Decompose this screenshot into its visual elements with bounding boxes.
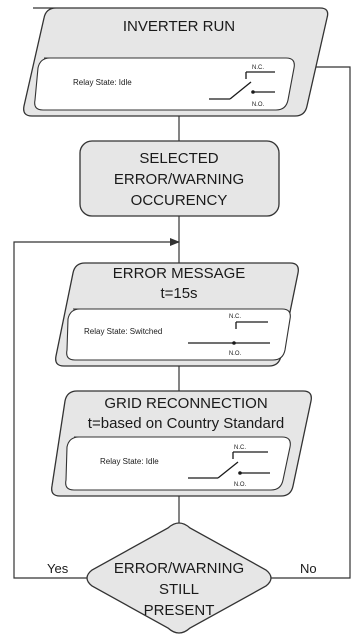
relay-switched-icon — [188, 321, 270, 345]
relay-idle-icon — [209, 71, 275, 100]
no-loop-arrow — [271, 63, 351, 579]
inverter-run-title: INVERTER RUN — [123, 18, 235, 35]
relay-state-label: Relay State: Idle — [73, 78, 132, 87]
error-message-title: ERROR MESSAGE — [113, 265, 246, 282]
connectors — [13, 63, 351, 579]
relay-idle-icon — [188, 451, 270, 479]
relay-state-label: Relay State: Idle — [100, 457, 159, 466]
nc-label: N.C. — [234, 445, 246, 451]
decision-line2: STILL — [159, 581, 199, 598]
error-message-box: ERROR MESSAGE t=15s Relay State: Switche… — [55, 262, 299, 367]
no-label: No — [300, 561, 317, 576]
grid-reconnection-box: GRID RECONNECTION t=based on Country Sta… — [51, 390, 312, 497]
selected-occurrence-box: SELECTED ERROR/WARNING OCCURENCY — [79, 140, 280, 217]
decision-line3: PRESENT — [144, 602, 215, 619]
relay-panel — [65, 436, 291, 491]
grid-reconnection-subtitle: t=based on Country Standard — [88, 415, 284, 432]
nc-label: N.C. — [252, 65, 264, 71]
error-message-subtitle: t=15s — [160, 285, 197, 302]
nc-label: N.C. — [229, 314, 241, 320]
relay-panel — [34, 57, 295, 111]
relay-state-label: Relay State: Switched — [84, 327, 162, 336]
no-contact-label: N.O. — [229, 351, 242, 357]
decision-diamond: ERROR/WARNING STILL PRESENT — [86, 522, 272, 634]
inverter-run-box: INVERTER RUN Relay State: Idle N.C. N.O. — [23, 7, 329, 117]
selected-line1: SELECTED — [139, 150, 218, 167]
yes-loop-arrow — [13, 238, 180, 579]
grid-reconnection-title: GRID RECONNECTION — [104, 395, 267, 412]
decision-line1: ERROR/WARNING — [114, 560, 244, 577]
selected-line2: ERROR/WARNING — [114, 171, 244, 188]
selected-line3: OCCURENCY — [131, 192, 228, 209]
no-contact-label: N.O. — [234, 482, 247, 488]
relay-panel — [66, 308, 291, 361]
no-contact-label: N.O. — [252, 102, 265, 108]
yes-label: Yes — [47, 561, 69, 576]
